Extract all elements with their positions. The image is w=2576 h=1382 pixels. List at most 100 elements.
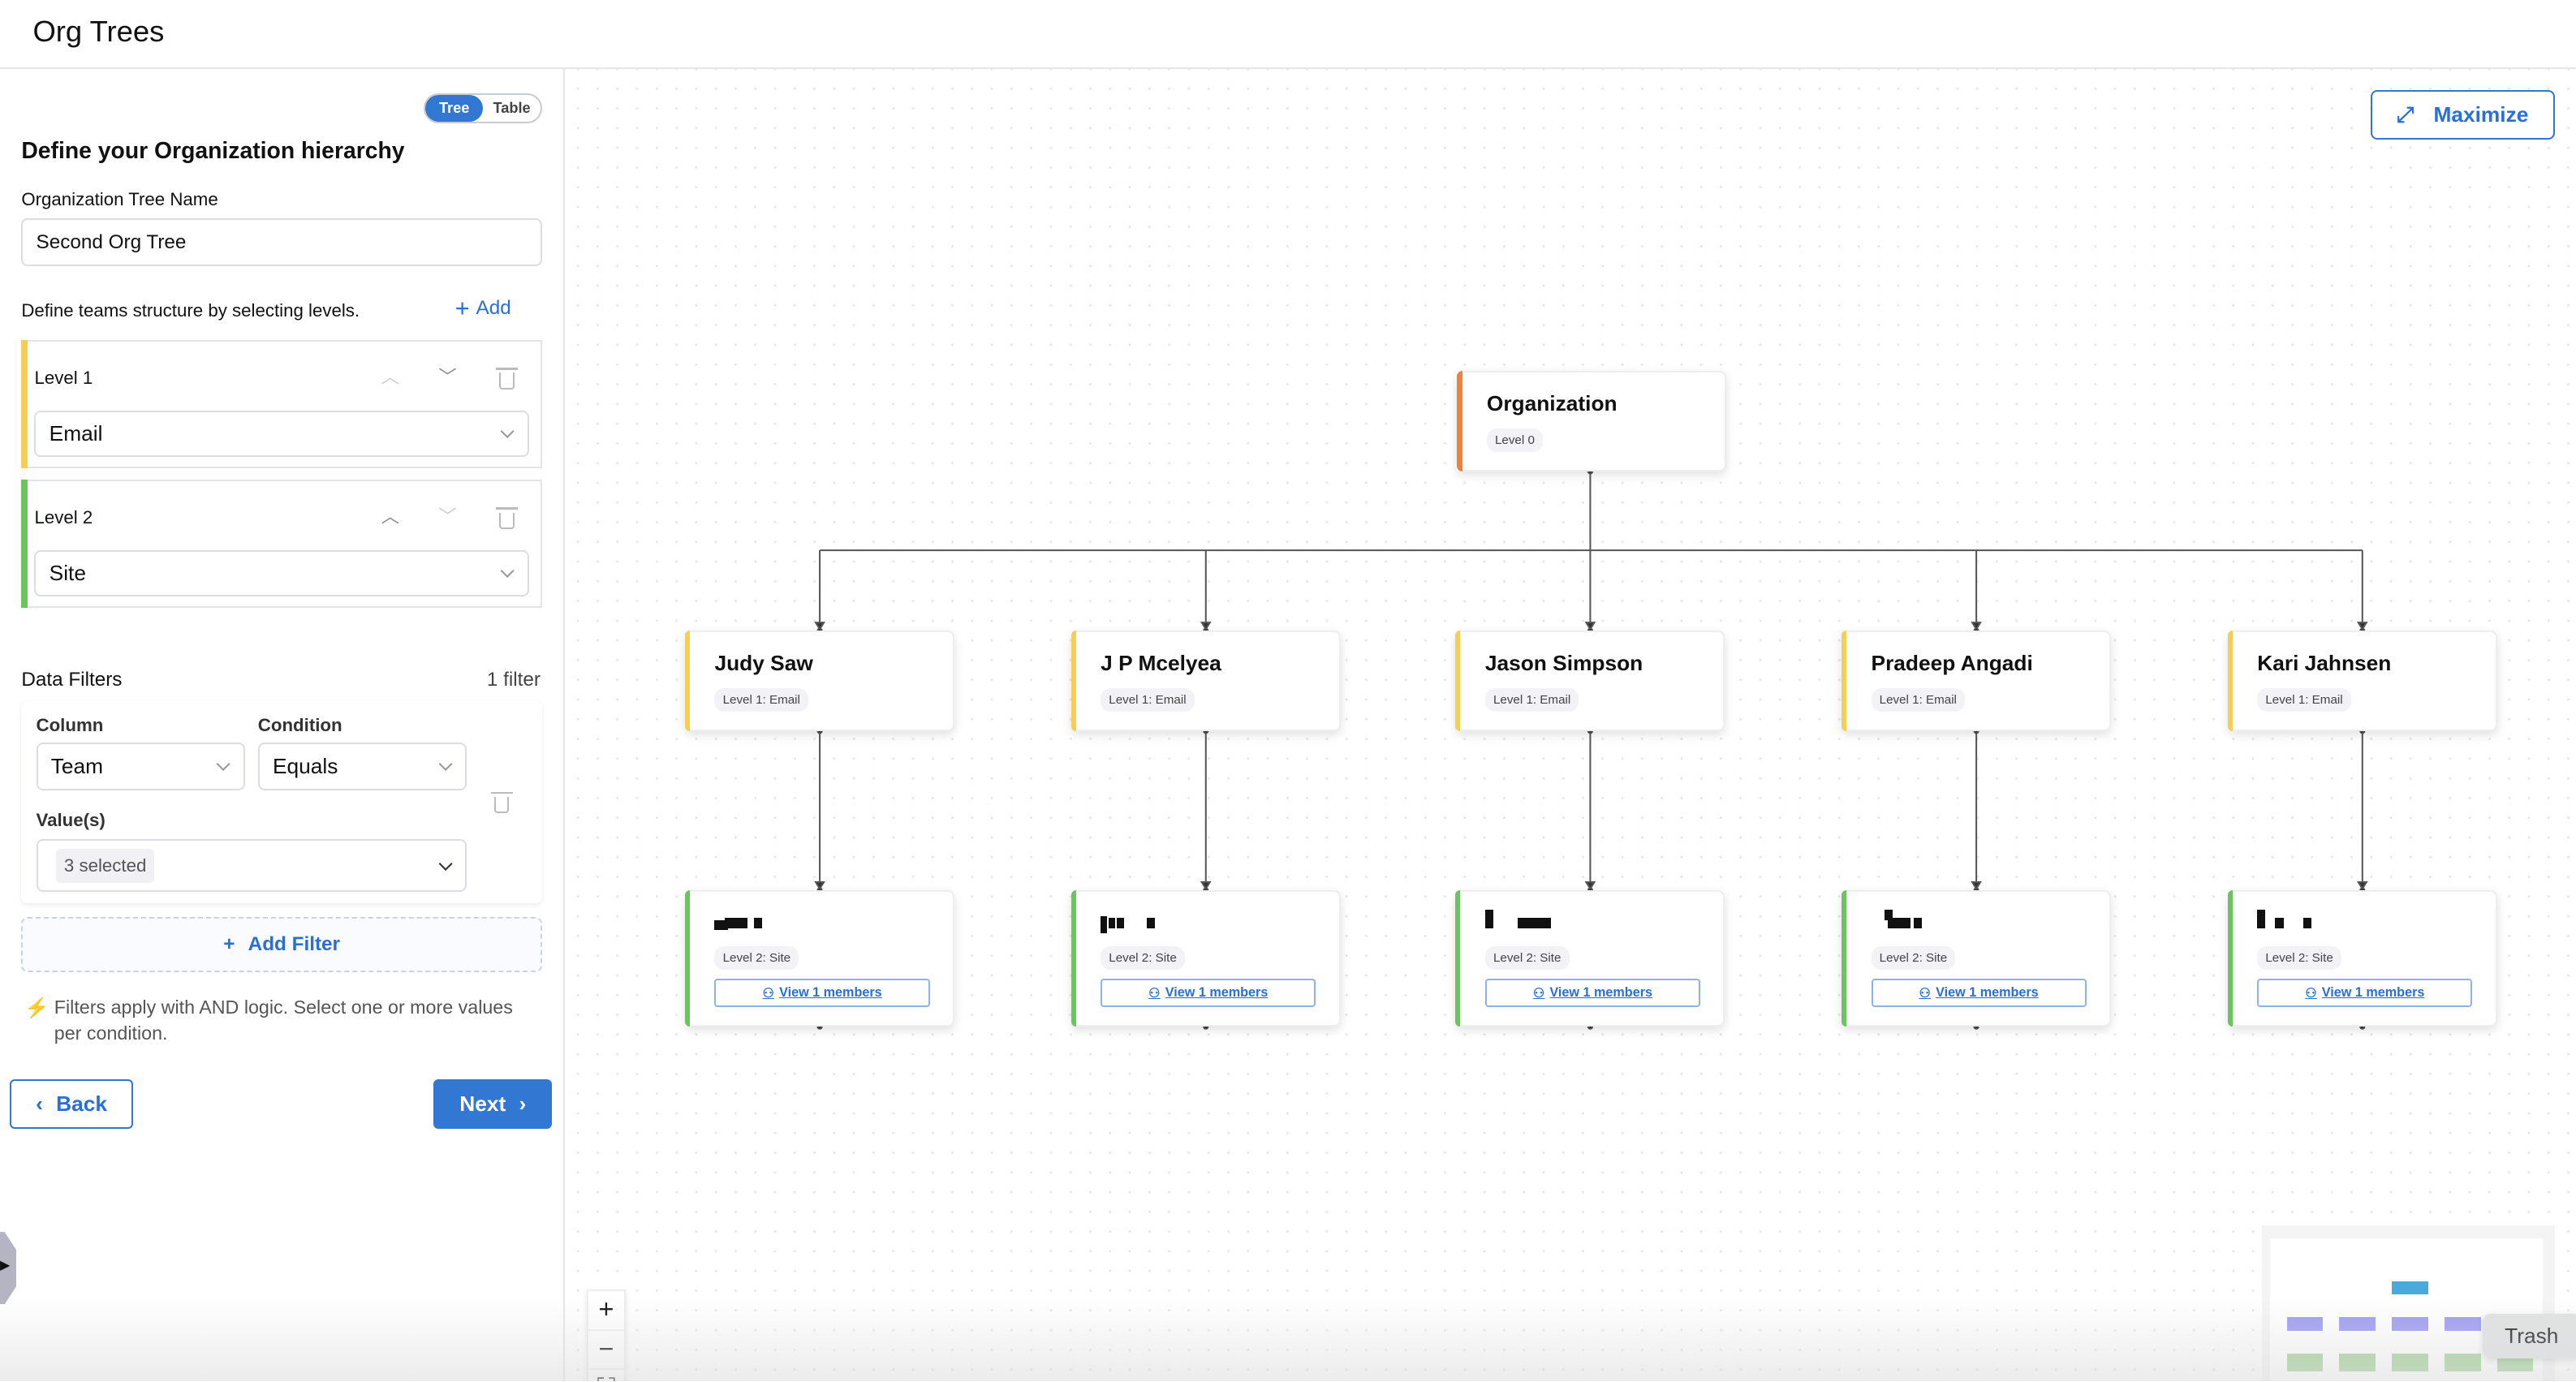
zoom-out-button[interactable]: −	[588, 1331, 625, 1371]
chevron-left-icon: ‹	[36, 1091, 43, 1116]
view-members-button[interactable]: ⚇View 1 members	[2257, 979, 2473, 1007]
level2-node[interactable]: Level 2: Site ⚇View 1 members	[2227, 890, 2497, 1027]
add-filter-button[interactable]: +Add Filter	[21, 916, 542, 973]
back-button[interactable]: ‹Back	[10, 1078, 133, 1129]
level-badge: Level 1: Email	[714, 688, 808, 713]
next-button[interactable]: Next›	[433, 1078, 553, 1129]
zoom-in-button[interactable]: +	[588, 1291, 625, 1331]
minimap-viewport	[2270, 1238, 2544, 1382]
view-members-label: View 1 members	[2321, 985, 2425, 1001]
view-members-button[interactable]: ⚇View 1 members	[1871, 979, 2087, 1007]
maximize-button[interactable]: ⤢Maximize	[2370, 90, 2555, 140]
users-icon: ⚇	[1148, 985, 1161, 1001]
node-name: J P Mcelyea	[1101, 650, 1221, 675]
level-badge: Level 2: Site	[1871, 945, 1956, 971]
plus-icon: +	[223, 932, 235, 955]
level-color-bar	[1070, 631, 1076, 731]
level-badge: Level 0	[1486, 428, 1544, 453]
level-badge: Level 2: Site	[2257, 945, 2341, 971]
minimap-node	[2339, 1353, 2376, 1372]
level2-node[interactable]: Level 2: Site⚇View 1 members	[1455, 890, 1725, 1027]
users-icon: ⚇	[2305, 985, 2317, 1001]
minimap-node	[2286, 1317, 2324, 1331]
level-badge: Level 1: Email	[1101, 688, 1195, 713]
view-members-button[interactable]: ⚇View 1 members	[714, 979, 930, 1007]
filter-note: Filters apply with AND logic. Select one…	[54, 996, 513, 1044]
minimap-node	[2444, 1317, 2481, 1331]
tree-name-input[interactable]: Second Org Tree	[21, 218, 542, 266]
minimap-node	[2286, 1353, 2324, 1372]
node-name: Pradeep Angadi	[1871, 650, 2033, 675]
tab-tree[interactable]: Tree	[425, 95, 484, 122]
view-members-button[interactable]: ⚇View 1 members	[1101, 979, 1316, 1007]
node-name: Judy Saw	[714, 650, 813, 675]
minimap-node	[2392, 1353, 2428, 1372]
arrow-icon	[1584, 622, 1596, 631]
redacted-name	[714, 910, 812, 932]
chevron-right-icon: ›	[519, 1091, 527, 1116]
org-node[interactable]: Organization Level 0	[1457, 371, 1727, 471]
minimap-node	[2339, 1317, 2376, 1331]
level-color-bar	[1070, 890, 1076, 1027]
node-name: Organization	[1486, 390, 1618, 415]
lightning-icon: ⚡	[24, 997, 50, 1019]
trash-icon[interactable]	[496, 368, 518, 390]
level-color-bar	[1455, 631, 1461, 731]
level2-node[interactable]: Level 2: Site ⚇View 1 members	[1070, 890, 1341, 1027]
level2-node[interactable]: Level 2: Site ⚇View 1 members	[1842, 890, 2112, 1027]
plus-icon: +	[454, 295, 470, 323]
level-color-bar	[21, 480, 28, 608]
column-select[interactable]: Team	[36, 742, 245, 790]
view-members-button[interactable]: ⚇View 1 members	[1484, 979, 1700, 1007]
maximize-label: Maximize	[2433, 102, 2529, 127]
level-select-value: Email	[49, 420, 103, 446]
move-down-icon[interactable]: ﹀	[438, 367, 457, 388]
arrow-icon	[1200, 880, 1212, 891]
trash-icon[interactable]	[496, 507, 518, 529]
level-badge: Level 2: Site	[1101, 945, 1185, 971]
level-color-bar	[2227, 631, 2233, 731]
minimap-node	[2392, 1281, 2428, 1295]
filters-title: Data Filters	[21, 668, 123, 691]
condition-select[interactable]: Equals	[257, 742, 467, 790]
add-level-button[interactable]: +Add	[455, 297, 511, 321]
level-badge: Level 2: Site	[714, 945, 799, 971]
view-toggle[interactable]: Tree Table	[424, 93, 542, 123]
arrow-icon	[1971, 622, 1982, 631]
condition-label: Condition	[257, 714, 342, 735]
level-select[interactable]: Email	[34, 411, 529, 457]
level-label: Level 1	[34, 368, 93, 389]
level-color-bar	[685, 890, 691, 1027]
level-color-bar	[1457, 371, 1462, 471]
move-down-icon[interactable]: ﹀	[438, 506, 457, 527]
edge	[820, 471, 2363, 552]
level-color-bar	[1842, 631, 1847, 731]
fit-view-button[interactable]: ⛶	[588, 1370, 625, 1381]
move-up-icon[interactable]: ︿	[381, 506, 399, 527]
arrow-icon	[814, 880, 825, 891]
arrow-icon	[1971, 880, 1982, 891]
view-members-label: View 1 members	[1165, 985, 1269, 1001]
users-icon: ⚇	[1919, 985, 1932, 1001]
users-icon: ⚇	[1532, 985, 1545, 1001]
redacted-name	[1484, 910, 1583, 932]
tab-table[interactable]: Table	[493, 100, 531, 117]
values-label: Value(s)	[36, 809, 106, 830]
page-title: Org Trees	[32, 15, 165, 49]
arrow-icon	[1200, 622, 1212, 631]
values-select[interactable]: 3 selected	[36, 839, 467, 893]
move-up-icon[interactable]: ︿	[381, 367, 399, 388]
level-select-value: Site	[49, 560, 86, 585]
arrow-icon	[814, 622, 825, 631]
level-select[interactable]: Site	[34, 550, 529, 596]
collapse-handle[interactable]: ▶	[0, 1232, 17, 1305]
trash-icon[interactable]	[491, 791, 513, 813]
level2-node[interactable]: Level 2: Site ⚇View 1 members	[685, 890, 955, 1027]
condition-value: Equals	[272, 753, 338, 778]
level-label: Level 2	[34, 507, 93, 528]
